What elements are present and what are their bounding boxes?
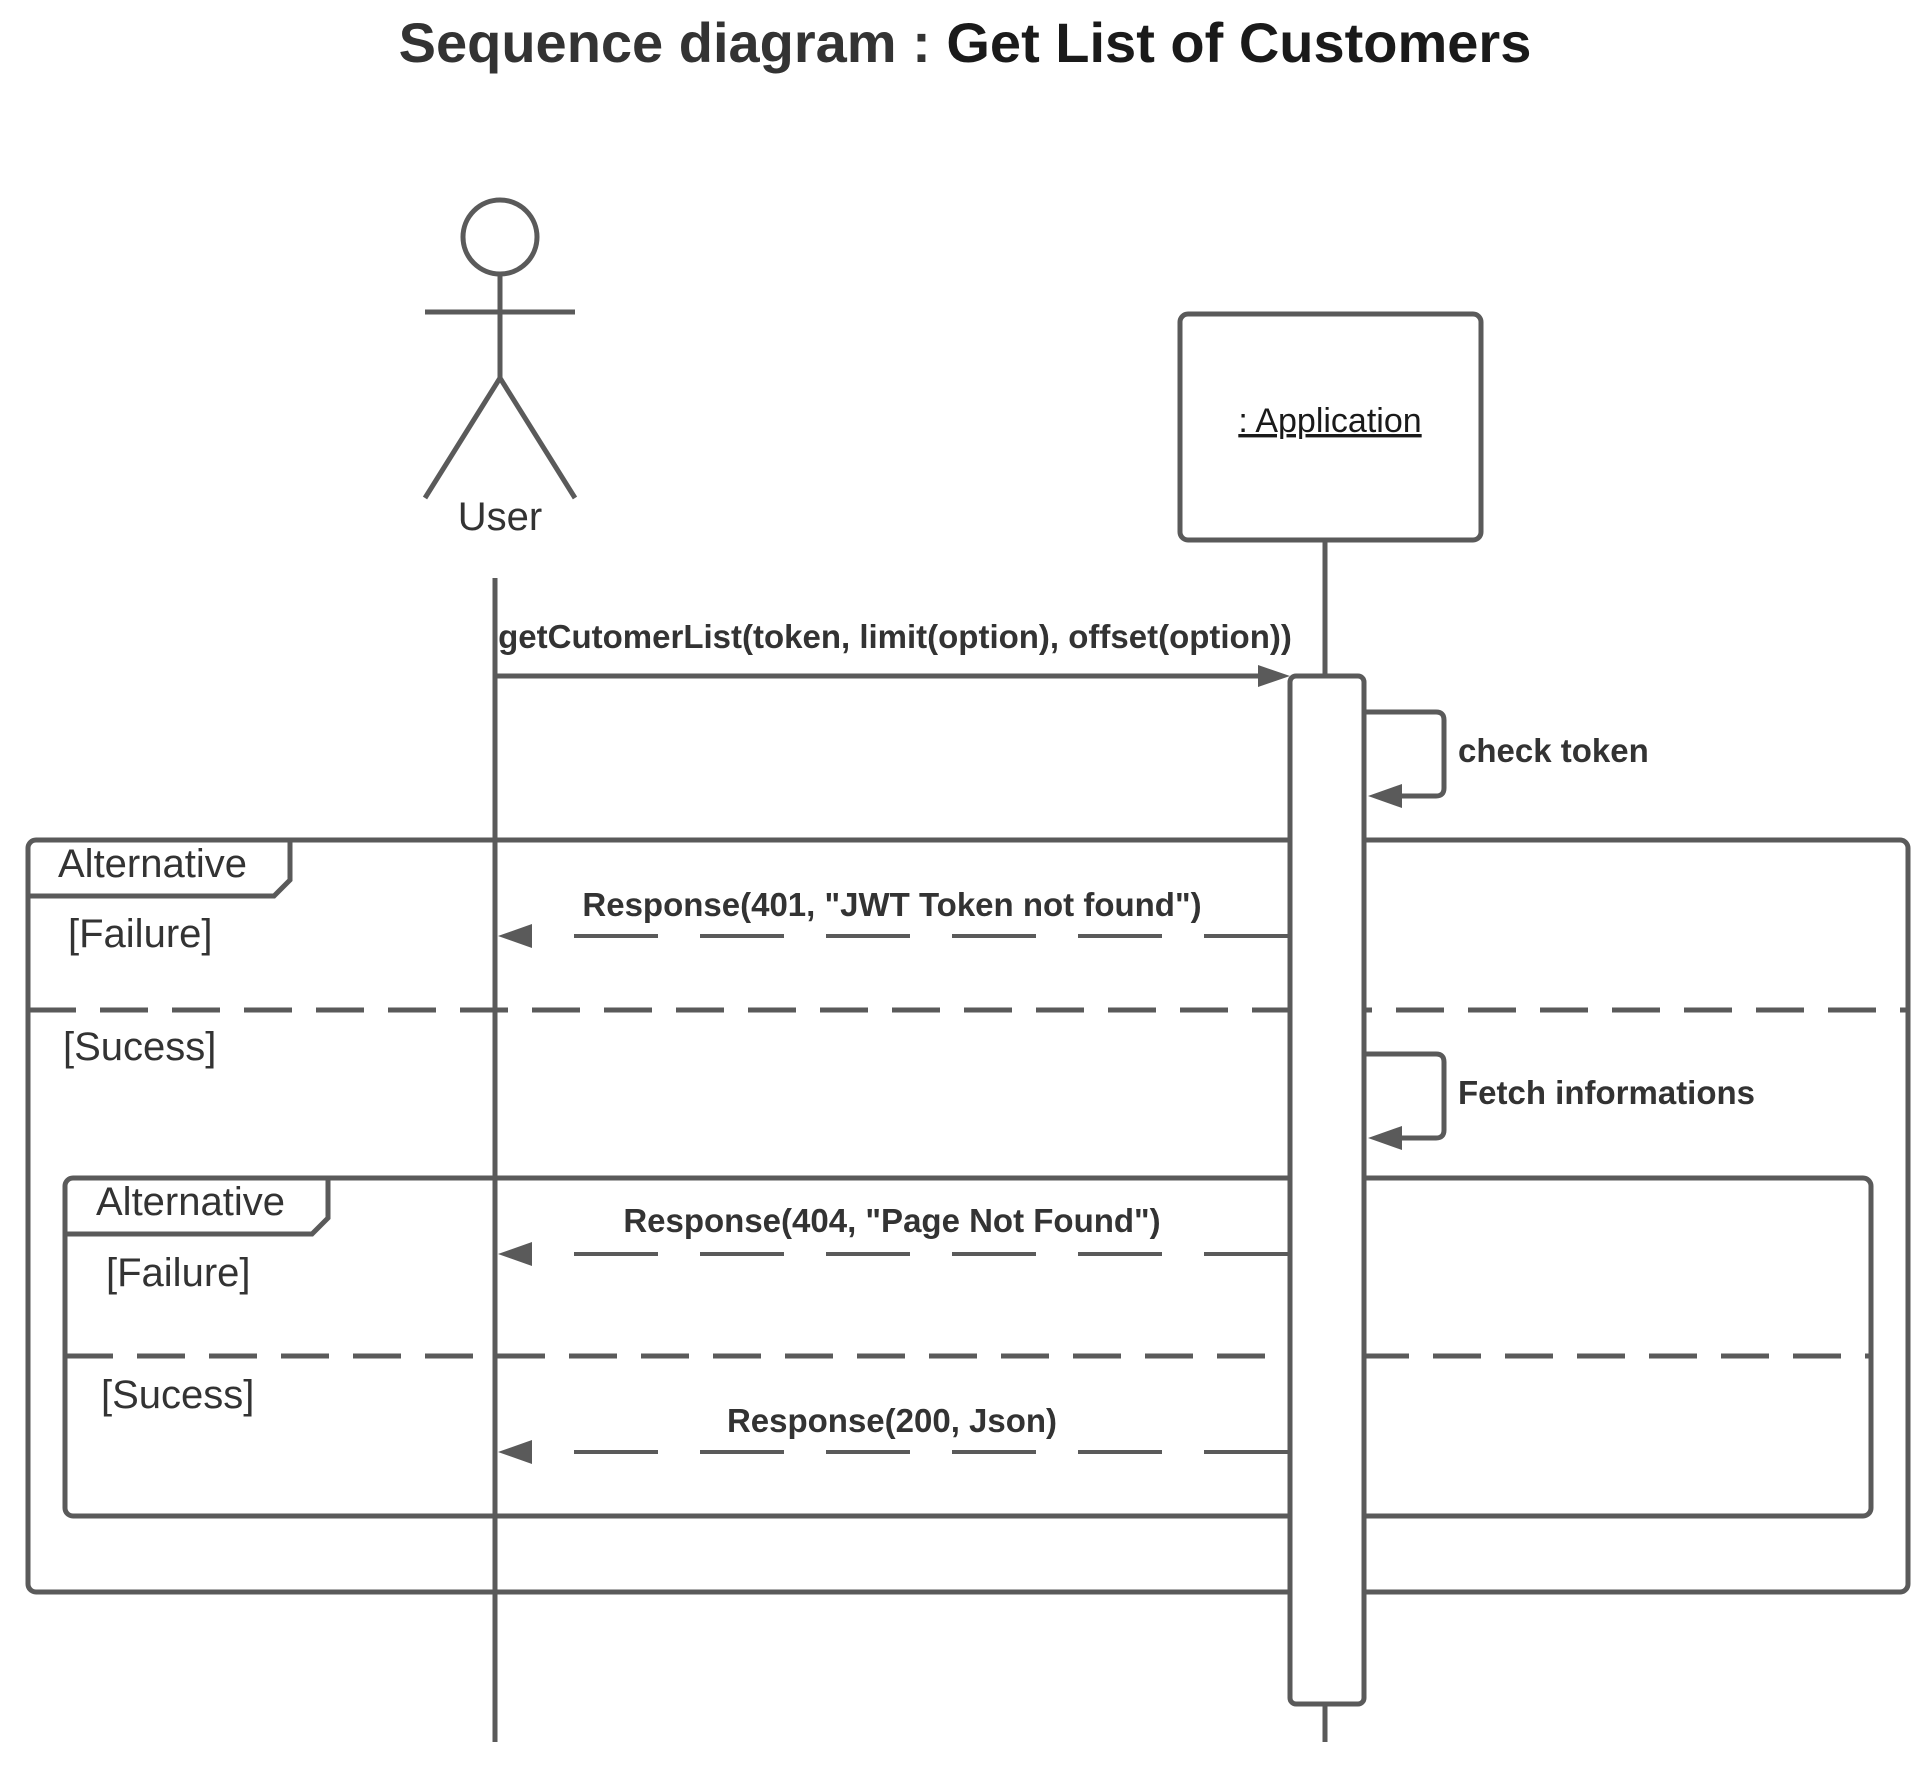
fetch-arrowhead <box>1368 1126 1402 1150</box>
request-message-label: getCutomerList(token, limit(option), off… <box>498 618 1292 655</box>
request-arrowhead <box>1258 665 1290 687</box>
application-object-label: : Application <box>1238 402 1421 440</box>
fetch-label: Fetch informations <box>1458 1074 1755 1111</box>
inner-alt-tab <box>65 1178 331 1237</box>
title-prefix: Sequence diagram : <box>399 11 947 74</box>
outer-alt-label: Alternative <box>58 842 247 886</box>
check-token-label: check token <box>1458 732 1649 769</box>
title-main: Get List of Customers <box>946 11 1531 74</box>
outer-guard-success: [Sucess] <box>63 1025 216 1069</box>
inner-guard-success: [Sucess] <box>101 1373 254 1417</box>
application-activation-bar <box>1287 673 1367 1707</box>
inner-alt-fragment <box>62 1175 1874 1519</box>
inner-alt-label: Alternative <box>96 1180 285 1224</box>
fetch-self-call <box>1366 1051 1447 1141</box>
response-404-arrowhead <box>498 1242 532 1266</box>
diagram-title: Sequence diagram : Get List of Customers <box>399 11 1532 74</box>
outer-alt-tab <box>28 840 293 899</box>
outer-guard-failure: [Failure] <box>68 912 213 956</box>
outer-alt-fragment <box>25 837 1911 1595</box>
user-actor-label: User <box>458 495 542 539</box>
inner-guard-failure: [Failure] <box>106 1251 251 1295</box>
response-401-label: Response(401, "JWT Token not found") <box>582 886 1201 923</box>
response-200-arrowhead <box>498 1440 532 1464</box>
inner-alt-frame <box>62 1175 1874 1519</box>
user-actor-icon <box>422 197 578 500</box>
outer-alt-frame <box>25 837 1911 1595</box>
check-token-arrowhead <box>1368 784 1402 808</box>
check-token-self-call <box>1366 709 1447 799</box>
response-404-label: Response(404, "Page Not Found") <box>623 1202 1160 1239</box>
response-200-label: Response(200, Json) <box>727 1402 1057 1439</box>
response-401-arrowhead <box>498 924 532 948</box>
application-object-box <box>1177 311 1484 543</box>
